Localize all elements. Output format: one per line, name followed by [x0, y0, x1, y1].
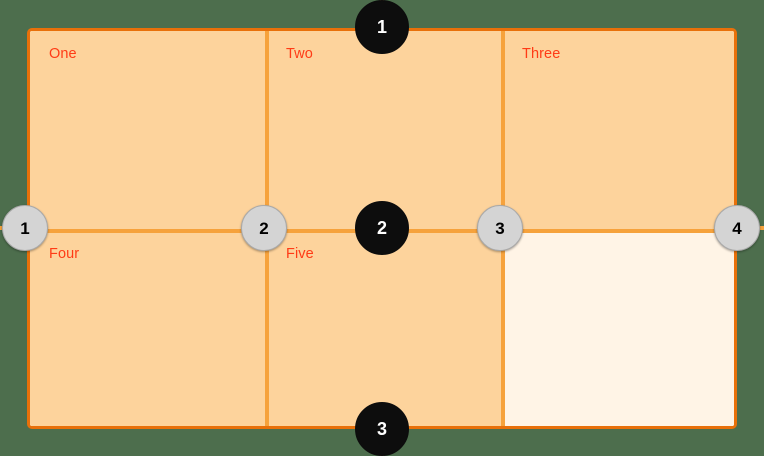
grid-cell-label: Four [49, 246, 80, 262]
grid-cell-three[interactable]: Three [503, 31, 734, 231]
grid-cell-label: Two [286, 46, 313, 62]
grid-cell-two[interactable]: Two [267, 31, 503, 231]
grid-cell-five[interactable]: Five [267, 231, 503, 426]
grid-cell-empty[interactable] [503, 231, 734, 426]
column-handle-3[interactable]: 3 [477, 205, 523, 251]
grid-cell-four[interactable]: Four [30, 231, 267, 426]
grid-cell-label: Five [286, 246, 314, 262]
grid-cell-label: Three [522, 46, 561, 62]
grid-cell-label: One [49, 46, 77, 62]
column-handle-4[interactable]: 4 [714, 205, 760, 251]
column-handle-1[interactable]: 1 [2, 205, 48, 251]
grid-cells: One Two Three Four Five [30, 31, 734, 426]
row-handle-2[interactable]: 2 [355, 201, 409, 255]
row-handle-3[interactable]: 3 [355, 402, 409, 456]
grid-cell-one[interactable]: One [30, 31, 267, 231]
row-handle-1[interactable]: 1 [355, 0, 409, 54]
column-handle-2[interactable]: 2 [241, 205, 287, 251]
